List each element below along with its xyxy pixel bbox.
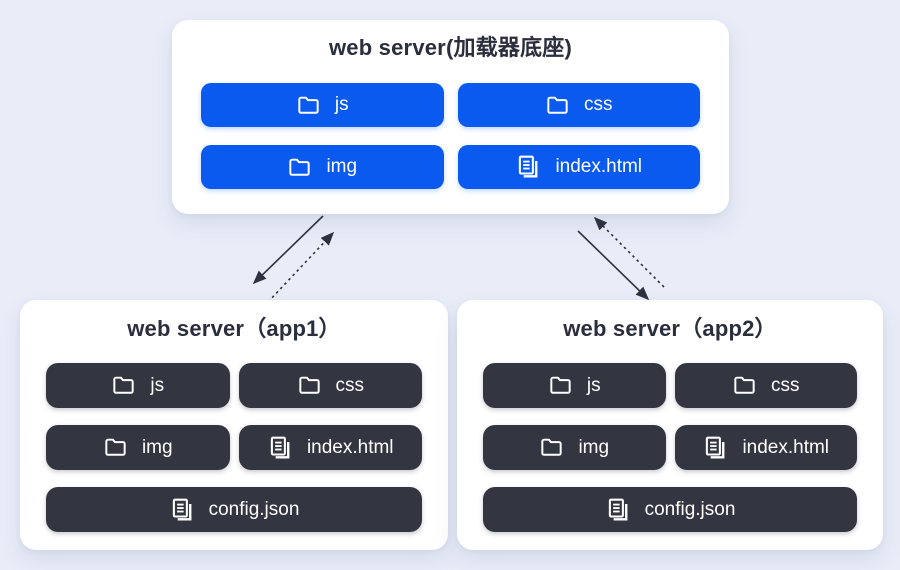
server-title-base: web server(加载器底座) [328, 35, 572, 60]
node-label: css [771, 374, 800, 396]
server-title-app1: web server（app1） [127, 316, 341, 341]
app2-node-grid: js css img index.html [483, 363, 857, 532]
base-node-grid: js css img index.html [201, 83, 700, 189]
app1-js-node: js [46, 363, 230, 408]
app1-node-grid: js css img index.html [46, 363, 422, 532]
file-icon [702, 435, 728, 461]
app2-css-node: css [674, 363, 857, 408]
node-label: index.html [742, 436, 830, 458]
base-indexhtml-node: index.html [457, 145, 700, 189]
folder-icon [539, 435, 564, 460]
node-label: index.html [555, 156, 643, 177]
server-card-app2: web server（app2） js css img [457, 300, 883, 550]
base-js-node: js [201, 83, 444, 127]
file-icon [169, 497, 195, 523]
folder-icon [296, 93, 321, 118]
server-title-app2: web server（app2） [563, 316, 777, 341]
server-card-app1: web server（app1） js css img [20, 300, 448, 550]
node-label: img [141, 436, 173, 458]
node-label: css [335, 374, 365, 396]
node-label: config.json [644, 498, 736, 520]
file-icon [515, 154, 541, 180]
node-label: config.json [208, 498, 300, 520]
base-css-node: css [457, 83, 700, 127]
file-icon [267, 435, 293, 461]
app1-css-node: css [238, 363, 422, 408]
app2-img-node: img [483, 425, 666, 470]
node-label: css [584, 94, 613, 115]
arrow-app1-to-base [267, 231, 335, 303]
arrow-base-to-app1 [252, 215, 324, 285]
folder-icon [732, 373, 757, 398]
folder-icon [103, 435, 128, 460]
node-label: js [150, 374, 165, 396]
node-label: js [334, 94, 349, 115]
app2-js-node: js [483, 363, 666, 408]
base-img-node: img [201, 145, 444, 189]
node-label: img [326, 156, 358, 177]
arrow-app2-to-base [593, 216, 665, 288]
node-label: img [578, 436, 610, 458]
file-icon [605, 497, 631, 523]
node-label: index.html [306, 436, 394, 458]
folder-icon [111, 373, 136, 398]
folder-icon [548, 373, 573, 398]
app1-img-node: img [46, 425, 230, 470]
app1-indexhtml-node: index.html [238, 425, 422, 470]
app2-indexhtml-node: index.html [674, 425, 857, 470]
server-card-base: web server(加载器底座) js css img [172, 20, 729, 214]
app1-configjson-node: config.json [46, 487, 422, 532]
arrow-base-to-app2 [577, 230, 650, 301]
app2-configjson-node: config.json [483, 487, 857, 532]
folder-icon [287, 155, 312, 180]
node-label: js [586, 374, 601, 396]
folder-icon [297, 373, 322, 398]
folder-icon [545, 93, 570, 118]
